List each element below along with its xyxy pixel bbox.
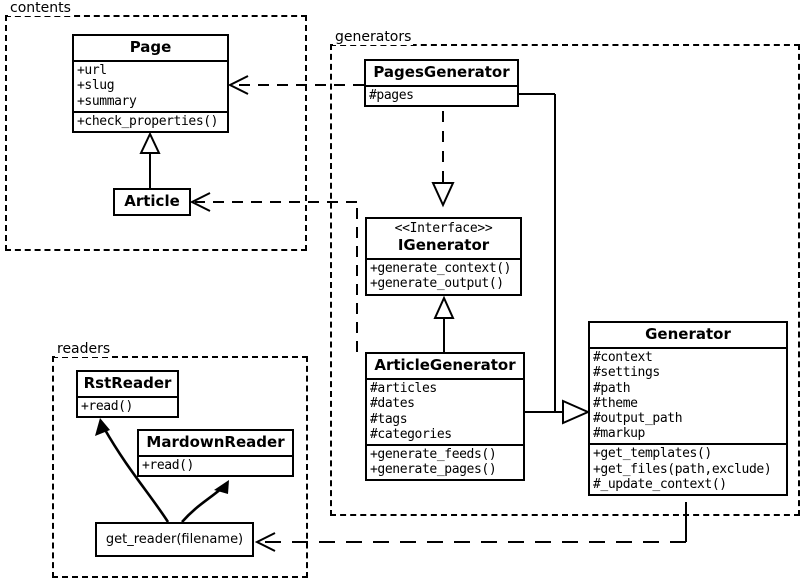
class-member: #context [593, 350, 653, 366]
class-member: +check_properties() [77, 113, 219, 129]
class-member: +generate_pages() [370, 462, 497, 478]
class-pagesgenerator-title: PagesGenerator [373, 63, 510, 81]
class-page-attributes: +url +slug +summary [74, 60, 227, 111]
class-page-title: Page [129, 38, 172, 56]
class-member: #theme [593, 395, 638, 411]
class-articlegenerator[interactable]: ArticleGenerator #articles #dates #tags … [365, 352, 525, 482]
class-mardownreader-operations: +read() [139, 455, 292, 475]
class-mardownreader-title: MardownReader [146, 433, 285, 451]
class-member: +get_files(path,exclude) [593, 461, 772, 477]
class-igenerator-stereotype: <<Interface>> [394, 221, 493, 236]
class-member: +summary [77, 93, 137, 109]
class-member: #categories [370, 426, 452, 442]
package-label-contents: contents [8, 0, 73, 16]
class-mardownreader[interactable]: MardownReader +read() [137, 429, 294, 478]
class-member: #path [593, 380, 631, 396]
package-readers [52, 356, 308, 578]
class-article-title: Article [124, 192, 180, 210]
function-box-get-reader-label: get_reader(filename) [105, 532, 244, 547]
class-member: +get_templates() [593, 446, 712, 462]
package-contents [5, 15, 307, 251]
class-member: #markup [593, 426, 645, 442]
class-member: #tags [370, 411, 408, 427]
function-box-get-reader[interactable]: get_reader(filename) [95, 522, 254, 557]
class-member: +read() [142, 458, 194, 474]
class-generator-title: Generator [645, 325, 731, 343]
class-member: +url [77, 63, 107, 79]
class-member: #dates [370, 396, 415, 412]
class-generator-attributes: #context #settings #path #theme #output_… [590, 347, 786, 443]
class-page[interactable]: Page +url +slug +summary +check_properti… [72, 34, 229, 134]
class-member: +slug [77, 78, 115, 94]
package-label-generators: generators [333, 29, 414, 45]
class-pagesgenerator-attributes: #pages [366, 85, 517, 105]
class-member: #pages [369, 88, 414, 104]
class-articlegenerator-attributes: #articles #dates #tags #categories [367, 378, 523, 444]
class-article[interactable]: Article [113, 188, 191, 217]
class-igenerator-name: IGenerator [397, 235, 490, 254]
class-member: +generate_feeds() [370, 447, 497, 463]
class-member: #_update_context() [593, 476, 727, 492]
class-member: #output_path [593, 411, 683, 427]
package-label-readers: readers [55, 341, 113, 357]
class-page-operations: +check_properties() [74, 110, 227, 131]
class-igenerator-title: <<Interface>> IGenerator [367, 219, 520, 258]
class-member: +generate_context() [370, 261, 512, 277]
class-rstreader-operations: +read() [78, 396, 177, 416]
class-member: +generate_output() [370, 276, 504, 292]
package-generators [330, 44, 800, 516]
class-generator-operations: +get_templates() +get_files(path,exclude… [590, 443, 786, 494]
class-pagesgenerator[interactable]: PagesGenerator #pages [364, 59, 519, 108]
class-member: +read() [81, 399, 133, 415]
class-igenerator[interactable]: <<Interface>> IGenerator +generate_conte… [365, 217, 522, 296]
class-member: #settings [593, 365, 660, 381]
class-igenerator-operations: +generate_context() +generate_output() [367, 258, 520, 293]
class-rstreader[interactable]: RstReader +read() [76, 370, 179, 419]
class-member: #articles [370, 381, 437, 397]
class-generator[interactable]: Generator #context #settings #path #them… [588, 321, 788, 497]
class-articlegenerator-title: ArticleGenerator [374, 356, 516, 374]
class-articlegenerator-operations: +generate_feeds() +generate_pages() [367, 444, 523, 479]
class-rstreader-title: RstReader [83, 374, 172, 392]
